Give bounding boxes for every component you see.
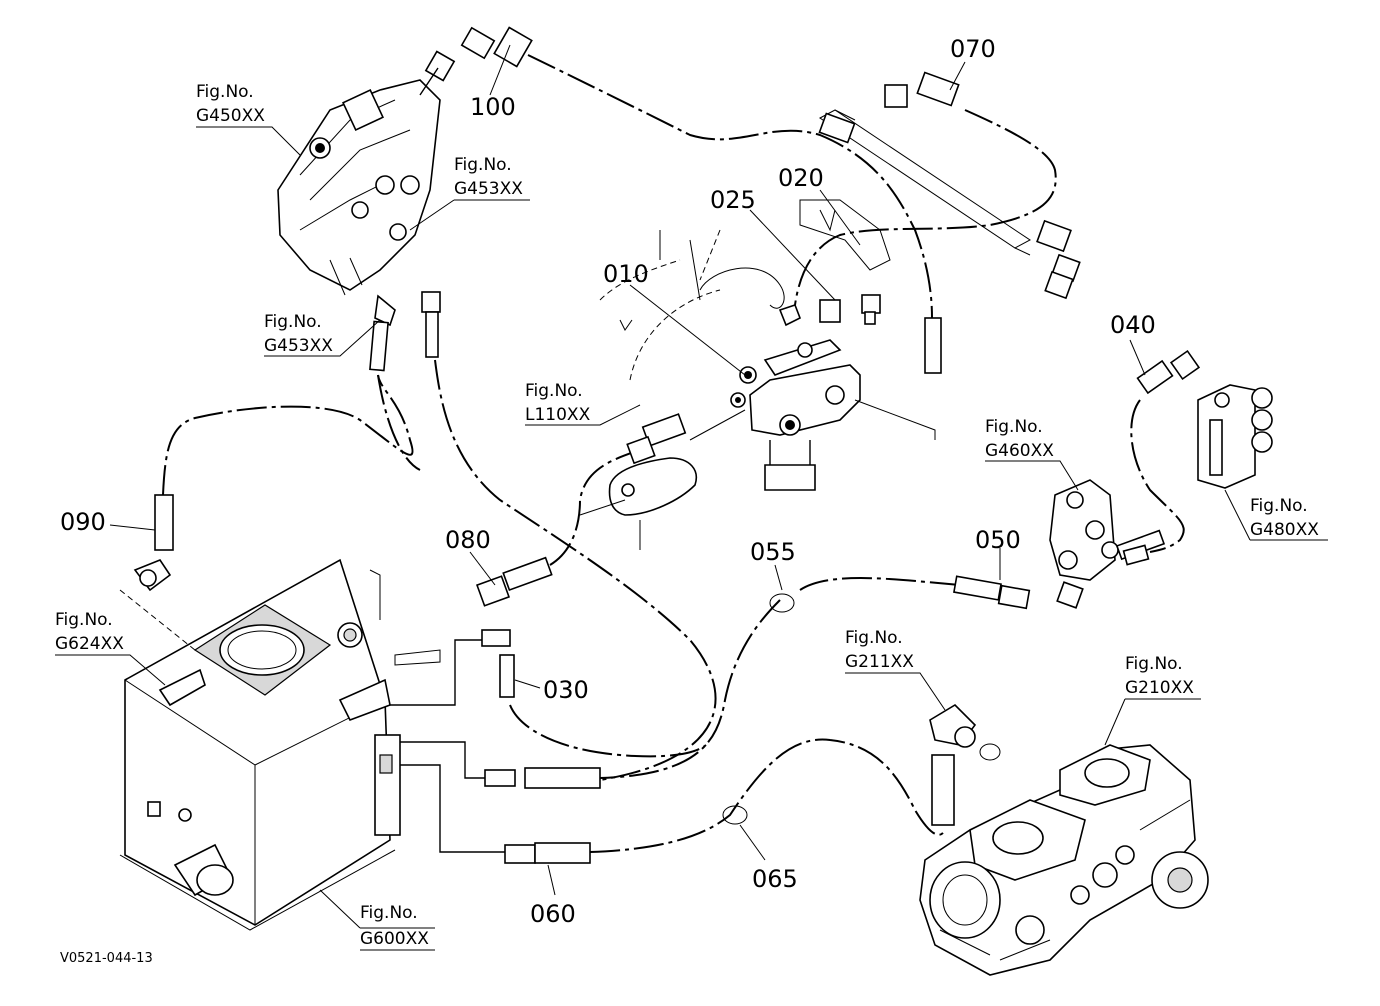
valve-block-g480 (1136, 349, 1273, 489)
part-070-label: 070 (950, 35, 996, 63)
part-090-label: 090 (60, 508, 106, 536)
figref-g600-code: G600XX (360, 929, 429, 949)
figref-g453a-code: G453XX (454, 179, 523, 199)
part-030-label: 030 (543, 676, 589, 704)
figref-g480-label: Fig.No. (1250, 496, 1308, 516)
hydraulic-tank (119, 558, 441, 931)
hydraulic-pump (919, 744, 1209, 976)
part-050-label: 050 (975, 526, 1021, 554)
figref-g460-label: Fig.No. (985, 417, 1043, 437)
figref-g453b-code: G453XX (264, 336, 333, 356)
part-040-label: 040 (1110, 311, 1156, 339)
figref-g624-label: Fig.No. (55, 610, 113, 630)
part-080-label: 080 (445, 526, 491, 554)
figref-g480-code: G480XX (1250, 520, 1319, 540)
control-valve-assembly (277, 26, 533, 372)
tank-pipes (380, 639, 505, 853)
drawing-code: V0521-044-13 (60, 951, 153, 966)
part-025-label: 025 (710, 186, 756, 214)
figref-l110-label: Fig.No. (525, 381, 583, 401)
part-number-labels: 100 070 020 025 010 040 090 080 055 050 … (60, 35, 1156, 928)
figref-l110-code: L110XX (525, 405, 591, 425)
figref-underlines (55, 126, 1328, 951)
figref-g450-code: G450XX (196, 106, 265, 126)
figure-references: Fig.No. G450XX Fig.No. G453XX Fig.No. G4… (55, 82, 1319, 949)
valve-g460 (1049, 479, 1166, 609)
figref-g460-code: G460XX (985, 441, 1054, 461)
upper-right-bracket (818, 71, 1081, 300)
part-010-label: 010 (603, 260, 649, 288)
figref-g210-code: G210XX (1125, 678, 1194, 698)
figref-g211-code: G211XX (845, 652, 914, 672)
figref-g453a-label: Fig.No. (454, 155, 512, 175)
hose-fittings (133, 494, 1150, 864)
hydraulic-block (730, 294, 942, 491)
figref-g600-label: Fig.No. (360, 903, 418, 923)
part-065-label: 065 (752, 865, 798, 893)
main-frame-outline (599, 199, 891, 381)
figref-g624-code: G624XX (55, 634, 124, 654)
figref-g210-label: Fig.No. (1125, 654, 1183, 674)
part-055-label: 055 (750, 538, 796, 566)
hose-lines (162, 54, 1185, 853)
part-020-label: 020 (778, 164, 824, 192)
figref-g453b-label: Fig.No. (264, 312, 322, 332)
figref-g450-label: Fig.No. (196, 82, 254, 102)
clamp-bracket (579, 409, 746, 550)
part-100-label: 100 (470, 93, 516, 121)
figref-g211-label: Fig.No. (845, 628, 903, 648)
part-060-label: 060 (530, 900, 576, 928)
